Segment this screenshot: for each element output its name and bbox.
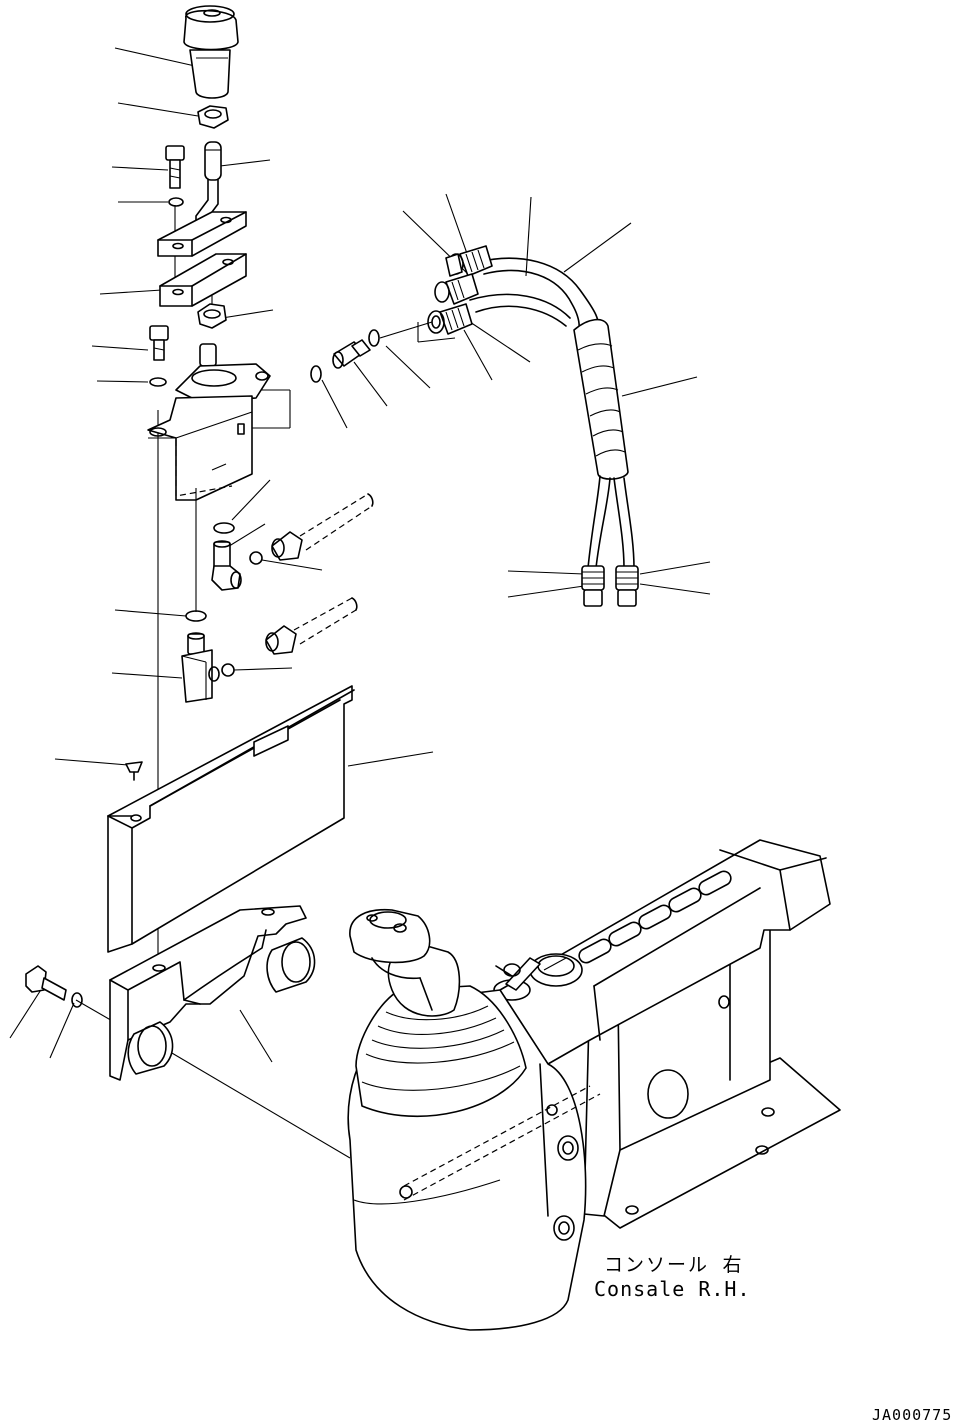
- bolt-mid: [149, 325, 169, 361]
- lock-nut: [197, 105, 229, 129]
- washer-small: [168, 197, 184, 207]
- console-dial: [529, 953, 583, 987]
- console-label-english: Consale R.H.: [594, 1277, 751, 1301]
- upper-plate: [157, 211, 247, 257]
- hex-nut: [197, 303, 227, 329]
- bolt-top: [165, 145, 185, 189]
- cover-plate: [107, 685, 355, 953]
- joystick-boot: [355, 985, 527, 1118]
- console-switches: [578, 870, 732, 964]
- joystick-grip: [349, 908, 461, 1017]
- lever-rod: [195, 141, 222, 237]
- hose-end-fitting-right: [615, 565, 639, 607]
- hose-fitting-2: [434, 273, 479, 305]
- lever-knob: [183, 5, 239, 99]
- console-label-japanese: コンソール 右: [604, 1254, 744, 1276]
- ppc-valve: [147, 343, 271, 501]
- hose-left-lower: [265, 597, 358, 655]
- elbow-fitting: [211, 540, 242, 591]
- hose-harness: [427, 245, 639, 607]
- straight-adapter: [332, 339, 371, 369]
- protective-sleeve: [573, 318, 629, 480]
- ignition-key: [493, 957, 541, 1001]
- o-rings: [185, 329, 380, 677]
- lower-bracket: [109, 905, 316, 1081]
- hose-end-fitting-left: [581, 565, 605, 607]
- small-screw: [125, 761, 143, 781]
- side-bolt: [25, 965, 67, 1001]
- drawing-number: JA000775: [872, 1406, 953, 1424]
- spacer-block: [159, 253, 247, 307]
- hose-fitting-1: [445, 245, 493, 277]
- hose-fitting-3: [427, 303, 473, 335]
- side-washer: [71, 992, 83, 1008]
- leader-lines: [9, 47, 711, 1063]
- washer-mid: [149, 377, 167, 387]
- right-console: [347, 839, 841, 1331]
- hose-left-upper: [271, 493, 374, 561]
- tee-block: [181, 632, 220, 703]
